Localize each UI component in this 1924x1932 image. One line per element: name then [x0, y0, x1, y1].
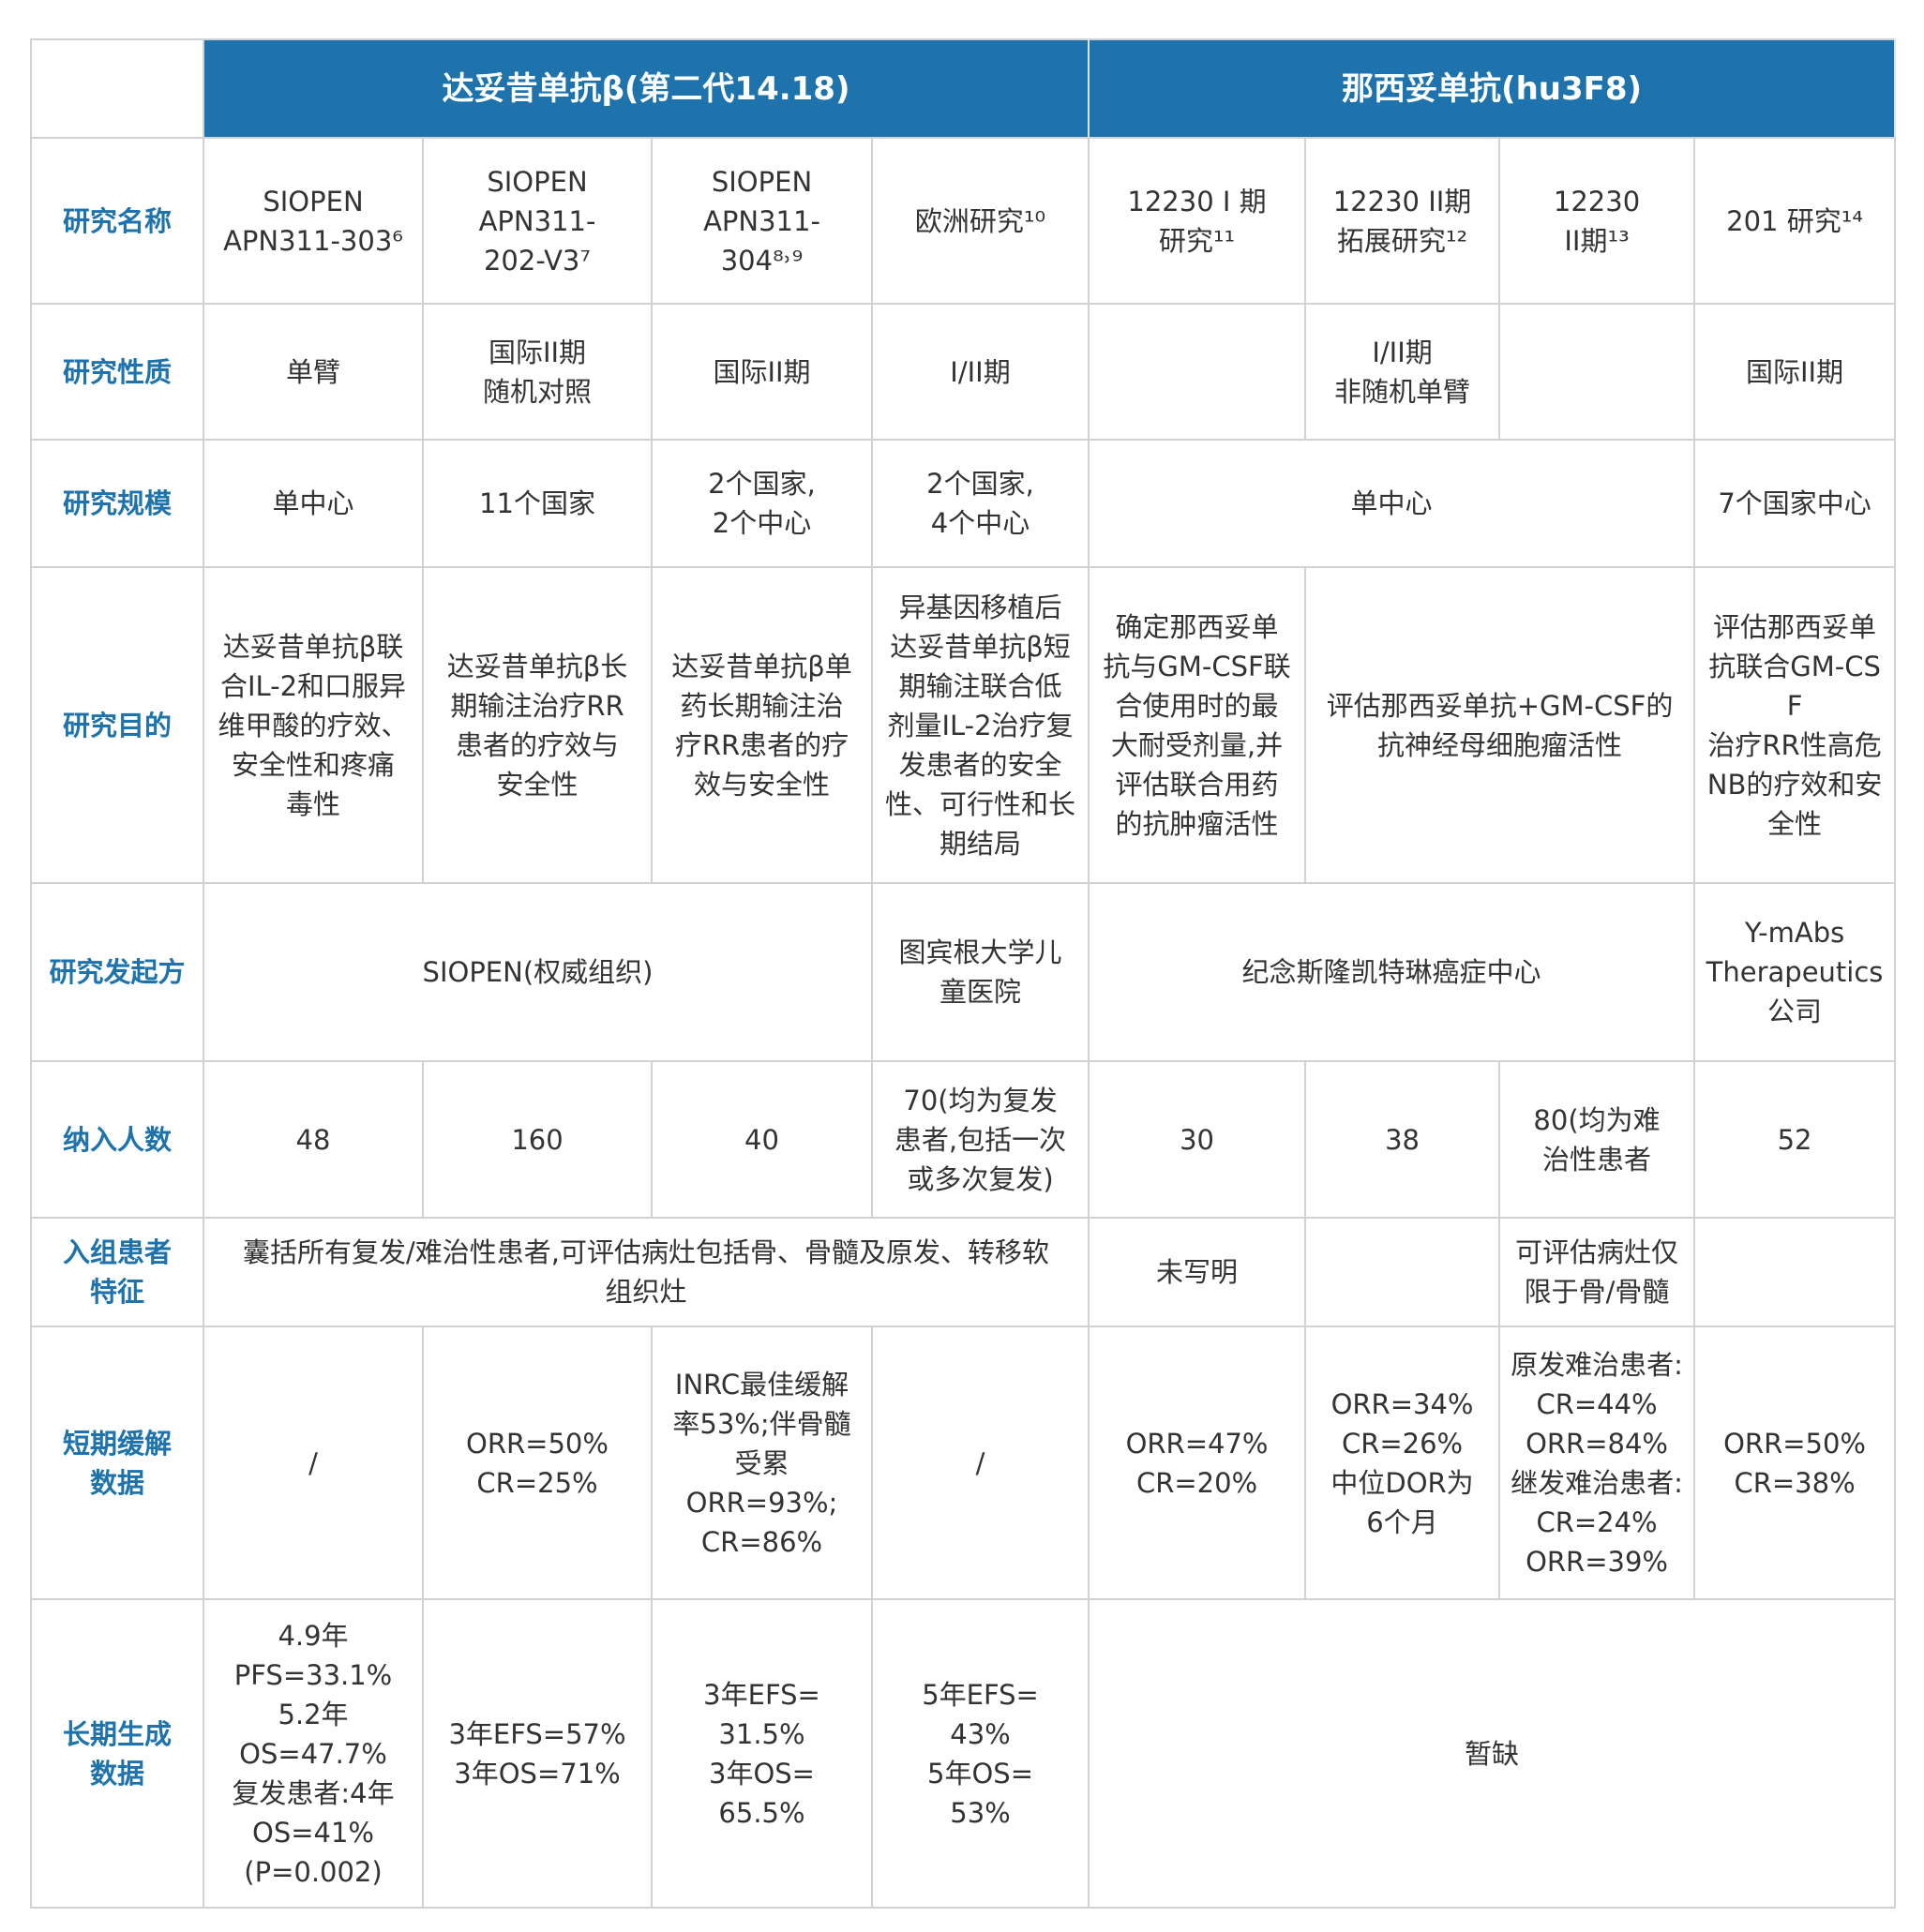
- study-name-cell: SIOPEN APN311-303⁶: [203, 137, 424, 305]
- short-term-cell: ORR=50% CR=38%: [1693, 1325, 1897, 1600]
- short-term-cell: /: [203, 1325, 424, 1600]
- row-study-scale: 研究规模 单中心 11个国家 2个国家, 2个中心 2个国家, 4个中心 单中心…: [30, 439, 1897, 568]
- patients-cell: 未写明: [1088, 1217, 1307, 1327]
- nature-cell: 单臂: [203, 303, 424, 441]
- enrolled-cell: 40: [651, 1060, 873, 1219]
- patients-cell: 可评估病灶仅 限于骨/骨髓: [1498, 1217, 1696, 1327]
- row-label-study-nature: 研究性质: [30, 303, 204, 441]
- row-label-enrolled: 纳入人数: [30, 1060, 204, 1219]
- corner-cell: [30, 38, 204, 139]
- short-term-cell: ORR=47% CR=20%: [1088, 1325, 1307, 1600]
- long-term-cell: 3年EFS= 31.5% 3年OS= 65.5%: [651, 1598, 873, 1909]
- study-name-cell: 12230 II期¹³: [1498, 137, 1696, 305]
- study-name-cell: 201 研究¹⁴: [1693, 137, 1897, 305]
- enrolled-cell: 80(均为难 治性患者: [1498, 1061, 1696, 1219]
- study-name-cell: SIOPEN APN311- 202-V3⁷: [422, 137, 653, 305]
- purpose-cell: 达妥昔单抗β长 期输注治疗RR 患者的疗效与 安全性: [422, 566, 653, 884]
- long-term-cell: 4.9年 PFS=33.1% 5.2年 OS=47.7% 复发患者:4年 OS=…: [203, 1598, 424, 1909]
- enrolled-cell: 52: [1693, 1060, 1897, 1219]
- nature-cell: 国际II期 随机对照: [422, 303, 653, 441]
- patients-cell: [1304, 1217, 1501, 1327]
- scale-cell: 单中心: [1088, 439, 1696, 568]
- study-name-cell: 12230 II期 拓展研究¹²: [1304, 137, 1501, 305]
- row-label-short-term: 短期缓解 数据: [30, 1325, 204, 1600]
- purpose-cell: 评估那西妥单抗+GM-CSF的 抗神经母细胞瘤活性: [1304, 566, 1696, 884]
- sponsor-cell: Y-mAbs Therapeutics 公司: [1693, 882, 1897, 1062]
- row-long-term: 长期生成 数据 4.9年 PFS=33.1% 5.2年 OS=47.7% 复发患…: [30, 1598, 1897, 1909]
- enrolled-cell: 38: [1304, 1061, 1501, 1219]
- enrolled-cell: 160: [422, 1060, 653, 1219]
- long-term-cell: 5年EFS= 43% 5年OS= 53%: [870, 1598, 1090, 1909]
- short-term-cell: /: [870, 1325, 1090, 1600]
- purpose-cell: 达妥昔单抗β联 合IL-2和口服异 维甲酸的疗效、 安全性和疼痛 毒性: [203, 566, 424, 884]
- group-header-dinutuximab-beta: 达妥昔单抗β(第二代14.18): [202, 38, 1090, 139]
- row-study-sponsor: 研究发起方 SIOPEN(权威组织) 图宾根大学儿 童医院 纪念斯隆凯特琳癌症中…: [30, 882, 1897, 1062]
- nature-cell: I/II期: [870, 303, 1090, 441]
- nature-cell: [1498, 303, 1696, 441]
- purpose-cell: 异基因移植后 达妥昔单抗β短 期输注联合低 剂量IL-2治疗复 发患者的安全 性…: [870, 566, 1090, 884]
- study-name-cell: 欧洲研究¹⁰: [870, 137, 1090, 305]
- comparison-table: 达妥昔单抗β(第二代14.18) 那西妥单抗(hu3F8) 研究名称 SIOPE…: [30, 38, 1897, 1909]
- row-patient-features: 入组患者 特征 囊括所有复发/难治性患者,可评估病灶包括骨、骨髓及原发、转移软 …: [30, 1217, 1897, 1327]
- study-name-cell: SIOPEN APN311- 304⁸˒⁹: [651, 137, 873, 305]
- row-label-study-scale: 研究规模: [30, 439, 204, 568]
- nature-cell: I/II期 非随机单臂: [1304, 303, 1501, 441]
- sponsor-cell: 纪念斯隆凯特琳癌症中心: [1088, 882, 1696, 1062]
- group-header-naxitamab: 那西妥单抗(hu3F8): [1088, 38, 1897, 139]
- row-label-patient-features: 入组患者 特征: [30, 1217, 204, 1327]
- row-label-study-name: 研究名称: [30, 137, 204, 305]
- row-study-name: 研究名称 SIOPEN APN311-303⁶ SIOPEN APN311- 2…: [30, 137, 1897, 305]
- long-term-cell: 3年EFS=57% 3年OS=71%: [422, 1598, 653, 1909]
- row-short-term: 短期缓解 数据 / ORR=50% CR=25% INRC最佳缓解 率53%;伴…: [30, 1325, 1897, 1600]
- scale-cell: 单中心: [203, 439, 424, 568]
- row-label-study-purpose: 研究目的: [30, 566, 204, 884]
- purpose-cell: 达妥昔单抗β单 药长期输注治 疗RR患者的疗 效与安全性: [651, 566, 873, 884]
- short-term-cell: ORR=34% CR=26% 中位DOR为 6个月: [1304, 1325, 1501, 1600]
- purpose-cell: 确定那西妥单 抗与GM-CSF联 合使用时的最 大耐受剂量,并 评估联合用药 的…: [1088, 566, 1307, 884]
- short-term-cell: ORR=50% CR=25%: [422, 1325, 653, 1600]
- scale-cell: 7个国家中心: [1693, 439, 1897, 568]
- study-name-cell: 12230 I 期 研究¹¹: [1088, 137, 1307, 305]
- row-enrolled: 纳入人数 48 160 40 70(均为复发 患者,包括一次 或多次复发) 30…: [30, 1060, 1897, 1219]
- scale-cell: 2个国家, 4个中心: [870, 439, 1090, 568]
- row-label-long-term: 长期生成 数据: [30, 1598, 204, 1909]
- row-study-nature: 研究性质 单臂 国际II期 随机对照 国际II期 I/II期 I/II期 非随机…: [30, 303, 1897, 441]
- short-term-cell: INRC最佳缓解 率53%;伴骨髓 受累 ORR=93%; CR=86%: [651, 1325, 873, 1600]
- row-study-purpose: 研究目的 达妥昔单抗β联 合IL-2和口服异 维甲酸的疗效、 安全性和疼痛 毒性…: [30, 566, 1897, 884]
- enrolled-cell: 48: [203, 1060, 424, 1219]
- row-label-study-sponsor: 研究发起方: [30, 882, 204, 1062]
- sponsor-cell: SIOPEN(权威组织): [203, 882, 873, 1062]
- short-term-cell: 原发难治患者: CR=44% ORR=84% 继发难治患者: CR=24% OR…: [1498, 1325, 1696, 1600]
- purpose-cell: 评估那西妥单 抗联合GM-CSF 治疗RR性高危 NB的疗效和安 全性: [1693, 566, 1897, 884]
- scale-cell: 11个国家: [422, 439, 653, 568]
- enrolled-cell: 70(均为复发 患者,包括一次 或多次复发): [870, 1060, 1090, 1219]
- sponsor-cell: 图宾根大学儿 童医院: [870, 882, 1090, 1062]
- enrolled-cell: 30: [1088, 1061, 1307, 1219]
- group-header-row: 达妥昔单抗β(第二代14.18) 那西妥单抗(hu3F8): [30, 38, 1897, 139]
- nature-cell: 国际II期: [1693, 303, 1897, 441]
- nature-cell: [1088, 303, 1307, 441]
- patients-cell: [1693, 1217, 1897, 1327]
- nature-cell: 国际II期: [651, 303, 873, 441]
- patients-cell: 囊括所有复发/难治性患者,可评估病灶包括骨、骨髓及原发、转移软 组织灶: [202, 1217, 1090, 1327]
- scale-cell: 2个国家, 2个中心: [651, 439, 873, 568]
- long-term-cell: 暂缺: [1088, 1598, 1897, 1909]
